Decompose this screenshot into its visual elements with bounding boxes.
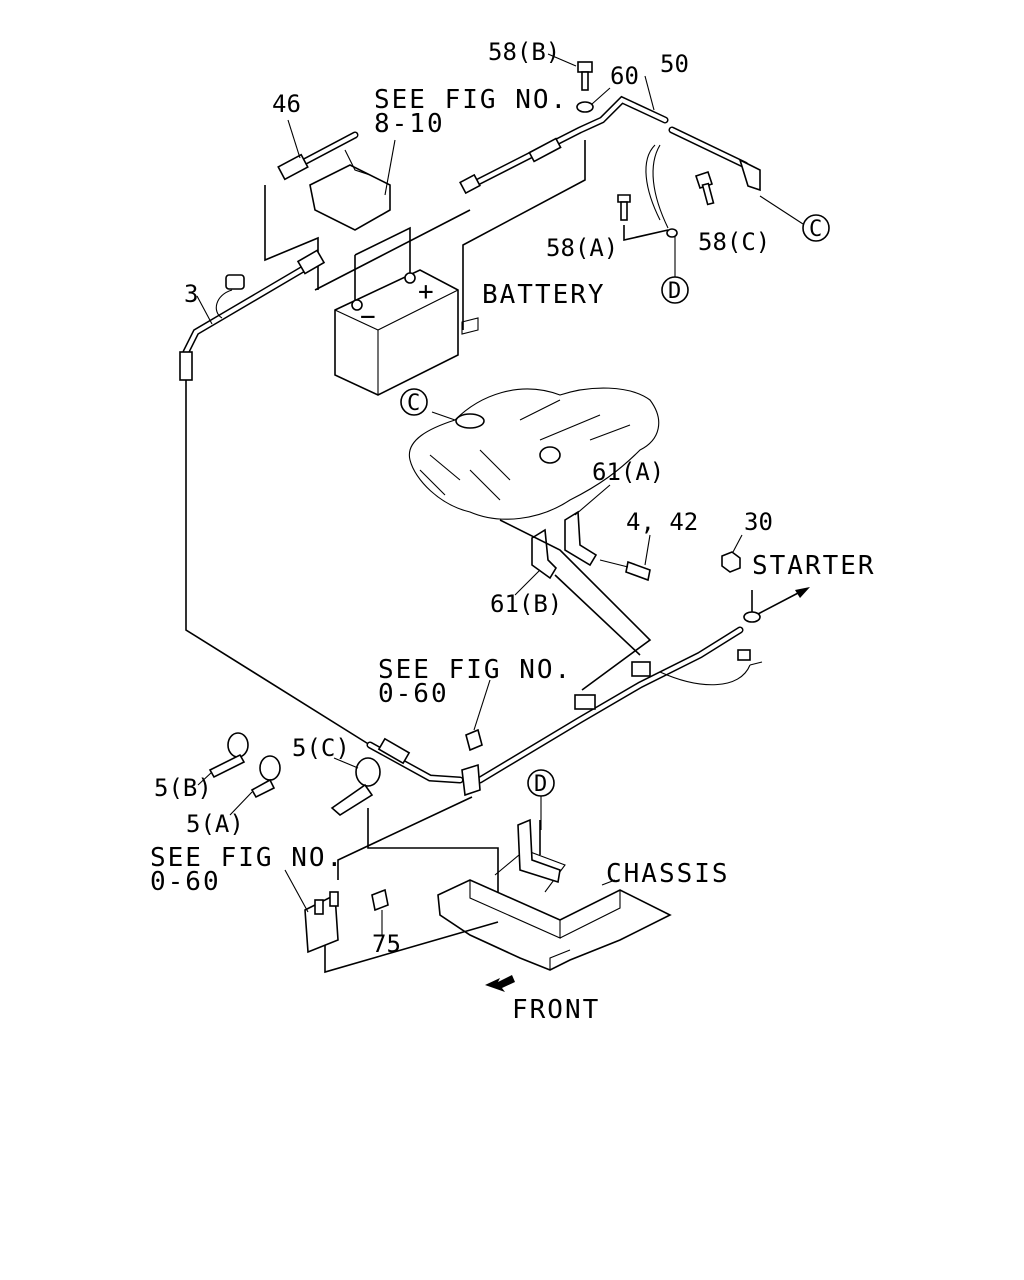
label-61b: 61(B) bbox=[490, 590, 562, 618]
clip-small bbox=[465, 679, 491, 752]
label-58c: 58(C) bbox=[698, 228, 770, 256]
ref-fig-0-60-a-line2: 0-60 bbox=[378, 679, 449, 709]
bracket-61a bbox=[564, 484, 611, 567]
ref-fig-0-60-b-line2: 0-60 bbox=[150, 867, 221, 897]
ref-fig-8-10-line1: SEE FIG NO. bbox=[374, 85, 568, 115]
ref-fig-8-10-line2: 8-10 bbox=[374, 109, 445, 139]
label-60: 60 bbox=[610, 62, 639, 90]
callout-d-top: D bbox=[661, 228, 689, 304]
label-4-42: 4, 42 bbox=[626, 508, 698, 536]
clamp-5c bbox=[330, 757, 381, 816]
callout-c-top: C bbox=[759, 195, 830, 242]
cable-50 bbox=[459, 95, 761, 229]
svg-text:D: D bbox=[668, 279, 681, 304]
label-75: 75 bbox=[372, 930, 401, 958]
negative-sign: − bbox=[360, 302, 378, 332]
bracket-ground bbox=[284, 869, 339, 954]
bolt-58a bbox=[617, 194, 669, 242]
label-5a: 5(A) bbox=[186, 810, 244, 838]
label-5c: 5(C) bbox=[292, 734, 350, 762]
label-61a: 61(A) bbox=[592, 458, 664, 486]
nut-30 bbox=[721, 534, 743, 573]
front-arrow bbox=[485, 975, 515, 992]
battery: + − bbox=[334, 269, 479, 396]
label-battery: BATTERY bbox=[482, 280, 606, 310]
svg-text:C: C bbox=[809, 217, 822, 242]
bracket-61b bbox=[514, 528, 558, 596]
label-3: 3 bbox=[184, 280, 198, 308]
washer-60 bbox=[576, 101, 594, 113]
svg-text:C: C bbox=[407, 391, 420, 416]
bolt-4-42 bbox=[599, 534, 651, 582]
label-46: 46 bbox=[272, 90, 301, 118]
bolt-75 bbox=[371, 888, 389, 935]
ref-fig-0-60-b-line1: SEE FIG NO. bbox=[150, 843, 344, 873]
label-30: 30 bbox=[744, 508, 773, 536]
label-starter: STARTER bbox=[752, 551, 876, 581]
label-58b: 58(B) bbox=[488, 38, 560, 66]
cable-3 bbox=[179, 249, 326, 381]
chassis-frame bbox=[437, 818, 672, 971]
label-50: 50 bbox=[660, 50, 689, 78]
clamp-5b bbox=[197, 732, 249, 786]
clamp-5a bbox=[229, 755, 281, 816]
label-front: FRONT bbox=[512, 995, 600, 1025]
callout-d-chassis: D bbox=[527, 769, 555, 830]
label-chassis: CHASSIS bbox=[606, 859, 730, 889]
ref-fig-0-60-a-line1: SEE FIG NO. bbox=[378, 655, 572, 685]
starter-cable bbox=[476, 587, 810, 784]
label-5b: 5(B) bbox=[154, 774, 212, 802]
svg-text:D: D bbox=[534, 772, 547, 797]
cable-3-lower bbox=[366, 737, 481, 797]
engine bbox=[408, 387, 660, 520]
bolt-58b bbox=[547, 53, 655, 113]
callout-c-engine: C bbox=[400, 388, 428, 416]
bolt-58c bbox=[694, 170, 715, 206]
cable-46 bbox=[277, 119, 396, 231]
positive-sign: + bbox=[418, 277, 436, 307]
label-58a: 58(A) bbox=[546, 234, 618, 262]
